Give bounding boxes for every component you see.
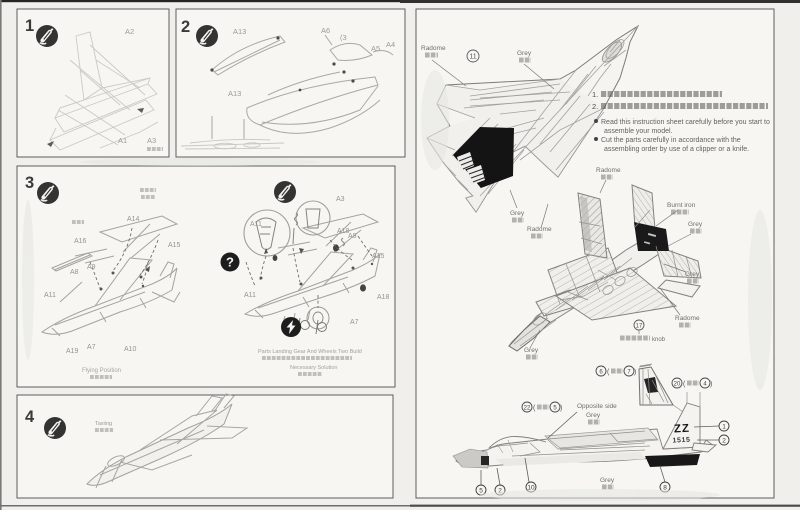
- svg-text:A10: A10: [124, 346, 137, 353]
- svg-text:(: (: [683, 381, 686, 388]
- svg-text:A15: A15: [168, 242, 181, 249]
- svg-text:A7: A7: [87, 344, 96, 351]
- svg-text:A2: A2: [125, 27, 134, 36]
- svg-text:Flying Position: Flying Position: [82, 368, 121, 374]
- svg-text:(3: (3: [340, 33, 347, 42]
- svg-text:?: ?: [226, 255, 234, 270]
- svg-text:Cut the parts carefully in acc: Cut the parts carefully in accordance wi…: [601, 137, 741, 144]
- svg-text:8: 8: [663, 485, 667, 492]
- svg-text:): ): [710, 381, 712, 388]
- svg-text:Radome: Radome: [421, 45, 446, 52]
- svg-text:17: 17: [636, 324, 643, 330]
- svg-text:A7: A7: [350, 319, 359, 326]
- svg-text:A5: A5: [371, 44, 380, 53]
- svg-text:Grey: Grey: [586, 412, 601, 419]
- svg-text:Necessary Solution: Necessary Solution: [290, 365, 337, 371]
- svg-text:ZZ: ZZ: [674, 423, 691, 436]
- svg-text:A11: A11: [250, 221, 262, 228]
- svg-text:A11: A11: [244, 292, 256, 299]
- svg-text:5: 5: [479, 488, 483, 495]
- svg-text:A15: A15: [372, 253, 385, 260]
- svg-text:2: 2: [722, 438, 726, 445]
- svg-text:): ): [560, 405, 562, 412]
- svg-text:A13: A13: [233, 27, 246, 36]
- svg-text:knob: knob: [652, 337, 666, 343]
- svg-text:1: 1: [25, 17, 34, 35]
- svg-text:A3: A3: [147, 136, 156, 145]
- svg-text:Radome: Radome: [675, 315, 700, 322]
- svg-text:A13: A13: [228, 89, 241, 98]
- svg-text:Grey: Grey: [517, 50, 532, 57]
- svg-text:4: 4: [703, 382, 707, 388]
- svg-text:(: (: [607, 369, 610, 376]
- svg-text:4: 4: [25, 408, 35, 426]
- svg-text:1.: 1.: [592, 90, 598, 99]
- svg-text:A9: A9: [87, 264, 96, 271]
- svg-text:Opposite side: Opposite side: [577, 403, 617, 410]
- svg-text:Grey: Grey: [524, 347, 539, 354]
- svg-text:A4: A4: [386, 40, 395, 49]
- svg-text:6: 6: [599, 370, 603, 376]
- svg-text:Burnt iron: Burnt iron: [667, 202, 696, 209]
- svg-text:7: 7: [627, 370, 631, 376]
- svg-text:1515: 1515: [672, 437, 690, 445]
- svg-text:A3: A3: [336, 196, 345, 203]
- svg-text:2.: 2.: [592, 102, 598, 111]
- svg-text:2: 2: [181, 18, 190, 36]
- svg-text:5: 5: [553, 406, 557, 412]
- svg-text:Grey: Grey: [688, 221, 703, 228]
- svg-text:A18: A18: [337, 228, 350, 235]
- svg-text:A6: A6: [321, 26, 330, 35]
- svg-text:A1: A1: [118, 136, 127, 145]
- svg-text:Grey: Grey: [510, 210, 525, 217]
- svg-text:3: 3: [25, 174, 34, 192]
- svg-text:1: 1: [722, 424, 726, 431]
- svg-text:(: (: [533, 405, 536, 412]
- svg-text:A14: A14: [127, 216, 140, 223]
- svg-text:11: 11: [469, 54, 476, 61]
- svg-text:assembling order by use of a c: assembling order by use of a clipper or …: [604, 146, 749, 153]
- svg-text:10: 10: [527, 485, 535, 492]
- svg-text:): ): [634, 369, 636, 376]
- svg-text:Read this instruction sheet ca: Read this instruction sheet carefully be…: [601, 119, 770, 126]
- svg-text:assemble your model.: assemble your model.: [604, 128, 673, 135]
- svg-text:A18: A18: [377, 294, 390, 301]
- svg-text:A8: A8: [70, 269, 79, 276]
- svg-text:A19: A19: [66, 348, 79, 355]
- svg-text:Grey: Grey: [685, 271, 700, 278]
- svg-text:A11: A11: [44, 292, 56, 299]
- svg-text:Grey: Grey: [600, 477, 615, 484]
- svg-text:Radome: Radome: [596, 167, 621, 174]
- svg-text:20: 20: [674, 382, 681, 388]
- svg-text:A9: A9: [348, 233, 357, 240]
- svg-text:Radome: Radome: [527, 226, 552, 233]
- svg-text:2: 2: [498, 488, 502, 495]
- svg-text:Parts Landing Gear And Wheels: Parts Landing Gear And Wheels Two Build: [258, 349, 362, 355]
- svg-text:Taxiing: Taxiing: [95, 421, 112, 427]
- svg-text:A16: A16: [74, 238, 87, 245]
- svg-text:22: 22: [524, 406, 531, 412]
